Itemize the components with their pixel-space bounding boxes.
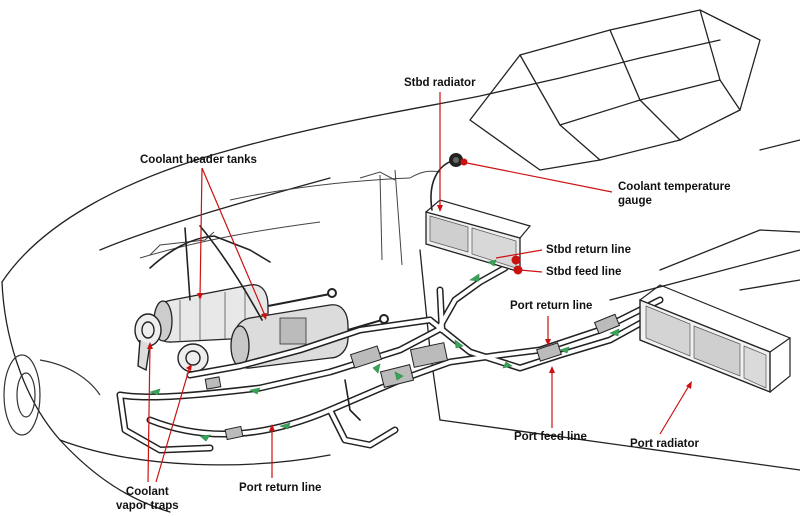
label-coolant-vapor-traps: Coolant vapor traps (116, 485, 179, 513)
label-port-return-line-bottom: Port return line (239, 482, 322, 494)
vapor-trap-right (177, 343, 209, 373)
flow-arrow-7 (372, 363, 381, 374)
leader-stbd-feed-line (519, 269, 543, 273)
red-leader-dot (460, 158, 468, 166)
leader-arrowhead (261, 313, 267, 320)
leader-arrowhead (549, 366, 555, 373)
vapor-trap-left (134, 313, 162, 372)
flow-arrow-4 (279, 422, 291, 430)
leader-arrowhead (269, 424, 275, 431)
flow-arrows (149, 259, 620, 442)
label-stbd-radiator: Stbd radiator (404, 77, 476, 89)
tank-rods (267, 288, 389, 331)
label-port-feed-line: Port feed line (514, 431, 587, 443)
flow-arrow-10 (559, 346, 570, 354)
label-coolant-header-tanks: Coolant header tanks (140, 154, 257, 166)
flow-arrow-2 (249, 387, 261, 395)
flow-arrow-9 (487, 259, 497, 267)
leader-temperature-gauge (461, 161, 613, 193)
label-coolant-temperature-gauge-line1: Coolant temperature (618, 181, 731, 193)
flow-arrow-6 (454, 339, 464, 349)
label-coolant-vapor-traps-line1: Coolant (125, 486, 169, 498)
nose-spinner (3, 354, 101, 436)
label-coolant-vapor-traps-line2: vapor traps (116, 500, 179, 512)
flow-arrow-3 (199, 434, 211, 442)
label-port-radiator: Port radiator (630, 438, 700, 450)
leader-arrowhead (686, 381, 692, 389)
pipe-clamps (204, 313, 621, 441)
flow-arrow-1 (149, 388, 161, 396)
leader-arrowhead (437, 205, 443, 212)
label-coolant-temperature-gauge: Coolant temperature gauge (618, 180, 730, 208)
flow-arrow-8 (394, 371, 404, 381)
leader-arrowhead (197, 293, 203, 300)
red-leader-dot (513, 265, 523, 275)
leader-stbd-return-line (495, 249, 543, 259)
leader-lines (147, 92, 691, 483)
leader-terminals (147, 158, 692, 431)
leader-vapor-trap-left (147, 343, 151, 483)
leader-arrowhead (545, 339, 551, 346)
label-stbd-return-line: Stbd return line (546, 244, 631, 256)
leader-port-radiator (659, 383, 691, 435)
leader-header-tank-lower (201, 167, 267, 319)
stbd-radiator (425, 199, 532, 273)
leader-header-tank-upper (199, 167, 203, 299)
fuselage-outline (1, 9, 800, 513)
leader-arrowhead (147, 342, 153, 349)
label-port-return-line: Port return line (510, 300, 593, 312)
flow-arrow-12 (609, 328, 620, 337)
leader-vapor-trap-right (155, 365, 191, 483)
red-leader-dot (511, 255, 521, 265)
port-radiator (639, 284, 792, 394)
frame-lines (139, 169, 441, 266)
label-stbd-feed-line: Stbd feed line (546, 266, 622, 278)
flow-arrow-11 (502, 361, 513, 369)
header-tank-lower (230, 304, 349, 369)
label-coolant-temperature-gauge-line2: gauge (618, 195, 652, 207)
leader-arrowhead (186, 364, 192, 371)
flow-arrow-5 (469, 273, 480, 282)
temperature-gauge (449, 153, 463, 167)
